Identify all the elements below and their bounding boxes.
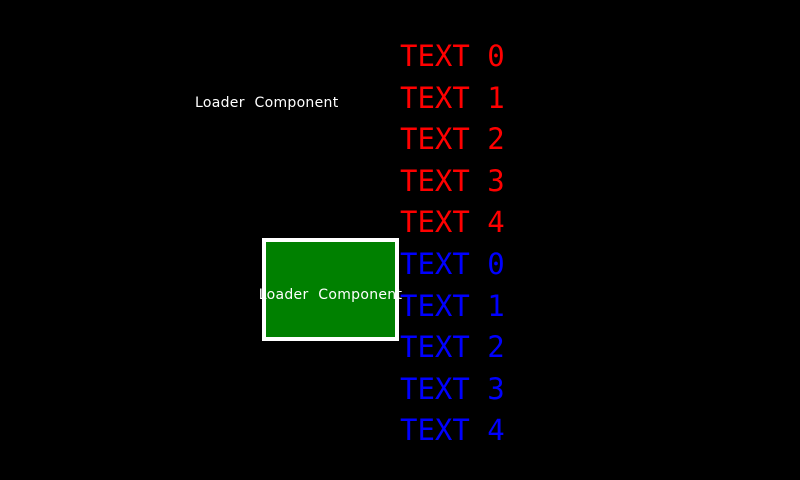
list-item: TEXT 4 bbox=[400, 413, 505, 448]
list-item: TEXT 1 bbox=[400, 80, 505, 115]
loader-component-box-label: Loader Component bbox=[258, 286, 403, 303]
list-item: TEXT 2 bbox=[400, 330, 505, 365]
list-item: TEXT 3 bbox=[400, 371, 505, 406]
list-item: TEXT 2 bbox=[400, 122, 505, 157]
list-item: TEXT 0 bbox=[400, 246, 505, 281]
list-item: TEXT 0 bbox=[400, 39, 505, 73]
loader-component-label: Loader Component bbox=[195, 95, 339, 111]
list-item: TEXT 1 bbox=[400, 288, 505, 323]
list-item: TEXT 4 bbox=[400, 205, 505, 240]
text-list: TEXT 0 TEXT 1 TEXT 2 TEXT 3 TEXT 4 TEXT … bbox=[400, 36, 505, 452]
loader-component-box: Loader Component bbox=[258, 238, 403, 341]
list-item: TEXT 3 bbox=[400, 163, 505, 198]
